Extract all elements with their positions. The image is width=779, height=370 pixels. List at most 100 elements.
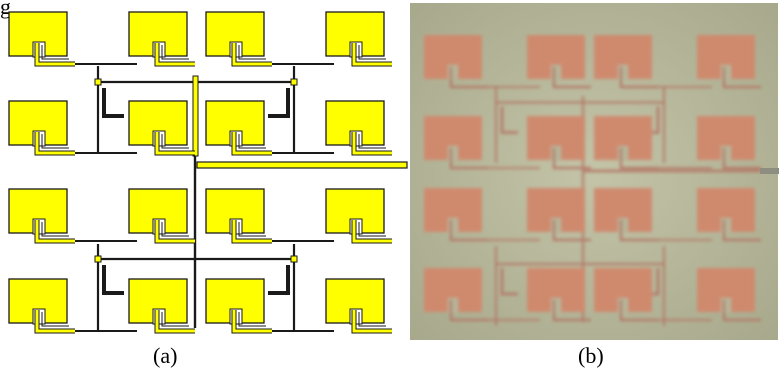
feed-stub-inner bbox=[238, 222, 266, 237]
copper-slot bbox=[551, 146, 561, 161]
copper-patch-r3-c1 bbox=[424, 188, 488, 242]
tee-junction bbox=[94, 78, 102, 86]
patch-element-r4-c2 bbox=[128, 278, 195, 334]
copper-slot bbox=[721, 65, 731, 80]
patch-element-r4-c1 bbox=[8, 278, 75, 334]
copper-slot bbox=[721, 298, 731, 313]
transformer-left-2 bbox=[102, 265, 124, 295]
trace-transformer-left-2 bbox=[500, 268, 518, 296]
copper-slot bbox=[551, 65, 561, 80]
patch-element-r4-c3 bbox=[205, 278, 272, 334]
copper-stub bbox=[552, 220, 591, 242]
feed-stub bbox=[232, 132, 272, 155]
copper-stub bbox=[619, 148, 658, 170]
copper-stub bbox=[552, 148, 591, 170]
copper-patch-r4-c2 bbox=[527, 268, 591, 322]
copper-slot bbox=[448, 65, 458, 80]
copper-slot bbox=[721, 218, 731, 233]
feed-stub-inner bbox=[161, 134, 189, 149]
patch-element-r2-c1 bbox=[8, 100, 75, 156]
feed-stub-inner bbox=[238, 312, 266, 327]
patch-element-r4-c4 bbox=[325, 278, 392, 334]
feed-stub bbox=[35, 132, 75, 155]
copper-patch-r3-c2 bbox=[527, 188, 591, 242]
copper-patch-r2-c1 bbox=[424, 116, 488, 170]
feed-stub-inner bbox=[358, 45, 386, 60]
copper-slot bbox=[618, 146, 628, 161]
copper-slot bbox=[551, 298, 561, 313]
patch-element-r3-c4 bbox=[325, 188, 392, 244]
trunk-transformer bbox=[192, 75, 199, 157]
copper-patch-r3-c3 bbox=[594, 188, 658, 242]
feed-stub bbox=[352, 132, 392, 155]
feed-stub-inner bbox=[358, 312, 386, 327]
patch-element-r2-c3 bbox=[205, 100, 272, 156]
copper-stub bbox=[449, 220, 488, 242]
patch-radiator bbox=[325, 11, 385, 57]
feed-stub bbox=[35, 310, 75, 333]
feed-stub bbox=[155, 43, 195, 66]
patch-element-r1-c3 bbox=[205, 11, 272, 67]
tee-junction bbox=[290, 255, 298, 263]
panel-a-patches bbox=[8, 11, 392, 334]
feed-stub bbox=[155, 220, 195, 243]
partial-figure-label: g bbox=[0, 0, 11, 19]
patch-element-r3-c2 bbox=[128, 188, 195, 244]
feed-stub bbox=[155, 132, 195, 155]
copper-stub bbox=[619, 220, 658, 242]
copper-slot bbox=[618, 298, 628, 313]
panel-a-layout bbox=[8, 11, 408, 334]
copper-patch-r4-c1 bbox=[424, 268, 488, 322]
copper-stub bbox=[449, 67, 488, 89]
copper-stub bbox=[449, 148, 488, 170]
feed-stub-inner bbox=[41, 134, 69, 149]
feed-stub bbox=[232, 43, 272, 66]
copper-stub bbox=[722, 220, 761, 242]
feed-stub-inner bbox=[41, 222, 69, 237]
copper-patch-r3-c4 bbox=[697, 188, 761, 242]
caption-b: (b) bbox=[578, 343, 604, 368]
tee-junction bbox=[94, 255, 102, 263]
transformer-left-1 bbox=[102, 88, 124, 118]
trace-transformer-left-1 bbox=[500, 106, 518, 134]
feed-stub bbox=[155, 310, 195, 333]
caption-a: (a) bbox=[153, 343, 177, 368]
patch-element-r1-c2 bbox=[128, 11, 195, 67]
feed-stub bbox=[352, 310, 392, 333]
feed-stub-inner bbox=[161, 45, 189, 60]
copper-stub bbox=[552, 300, 591, 322]
patch-element-r3-c1 bbox=[8, 188, 75, 244]
panel-b-photo bbox=[410, 3, 779, 340]
copper-stub bbox=[449, 300, 488, 322]
feed-stub-inner bbox=[358, 222, 386, 237]
copper-slot bbox=[448, 218, 458, 233]
feed-stub bbox=[35, 220, 75, 243]
copper-stub bbox=[619, 67, 658, 89]
copper-stub bbox=[722, 67, 761, 89]
copper-patch-r1-c3 bbox=[594, 35, 658, 89]
copper-patch-r2-c4 bbox=[697, 116, 761, 170]
copper-patch-r4-c4 bbox=[697, 268, 761, 322]
copper-slot bbox=[618, 218, 628, 233]
copper-slot bbox=[551, 218, 561, 233]
tee-junction bbox=[290, 78, 298, 86]
copper-stub bbox=[722, 300, 761, 322]
feed-stub-inner bbox=[161, 312, 189, 327]
feed-stub-inner bbox=[41, 312, 69, 327]
copper-stub bbox=[722, 148, 761, 170]
feed-stub-inner bbox=[238, 45, 266, 60]
copper-stub bbox=[552, 67, 591, 89]
transformer-right-1 bbox=[268, 88, 290, 118]
copper-slot bbox=[618, 65, 628, 80]
patch-element-r2-c4 bbox=[325, 100, 392, 156]
copper-patch-r1-c1 bbox=[424, 35, 488, 89]
patch-element-r2-c2 bbox=[128, 100, 195, 156]
main-feed-line bbox=[196, 161, 408, 169]
copper-patch-r1-c4 bbox=[697, 35, 761, 89]
copper-slot bbox=[721, 146, 731, 161]
feed-stub-inner bbox=[161, 222, 189, 237]
feed-stub bbox=[232, 220, 272, 243]
copper-patch-r4-c3 bbox=[594, 268, 658, 322]
patch-element-r3-c3 bbox=[205, 188, 272, 244]
